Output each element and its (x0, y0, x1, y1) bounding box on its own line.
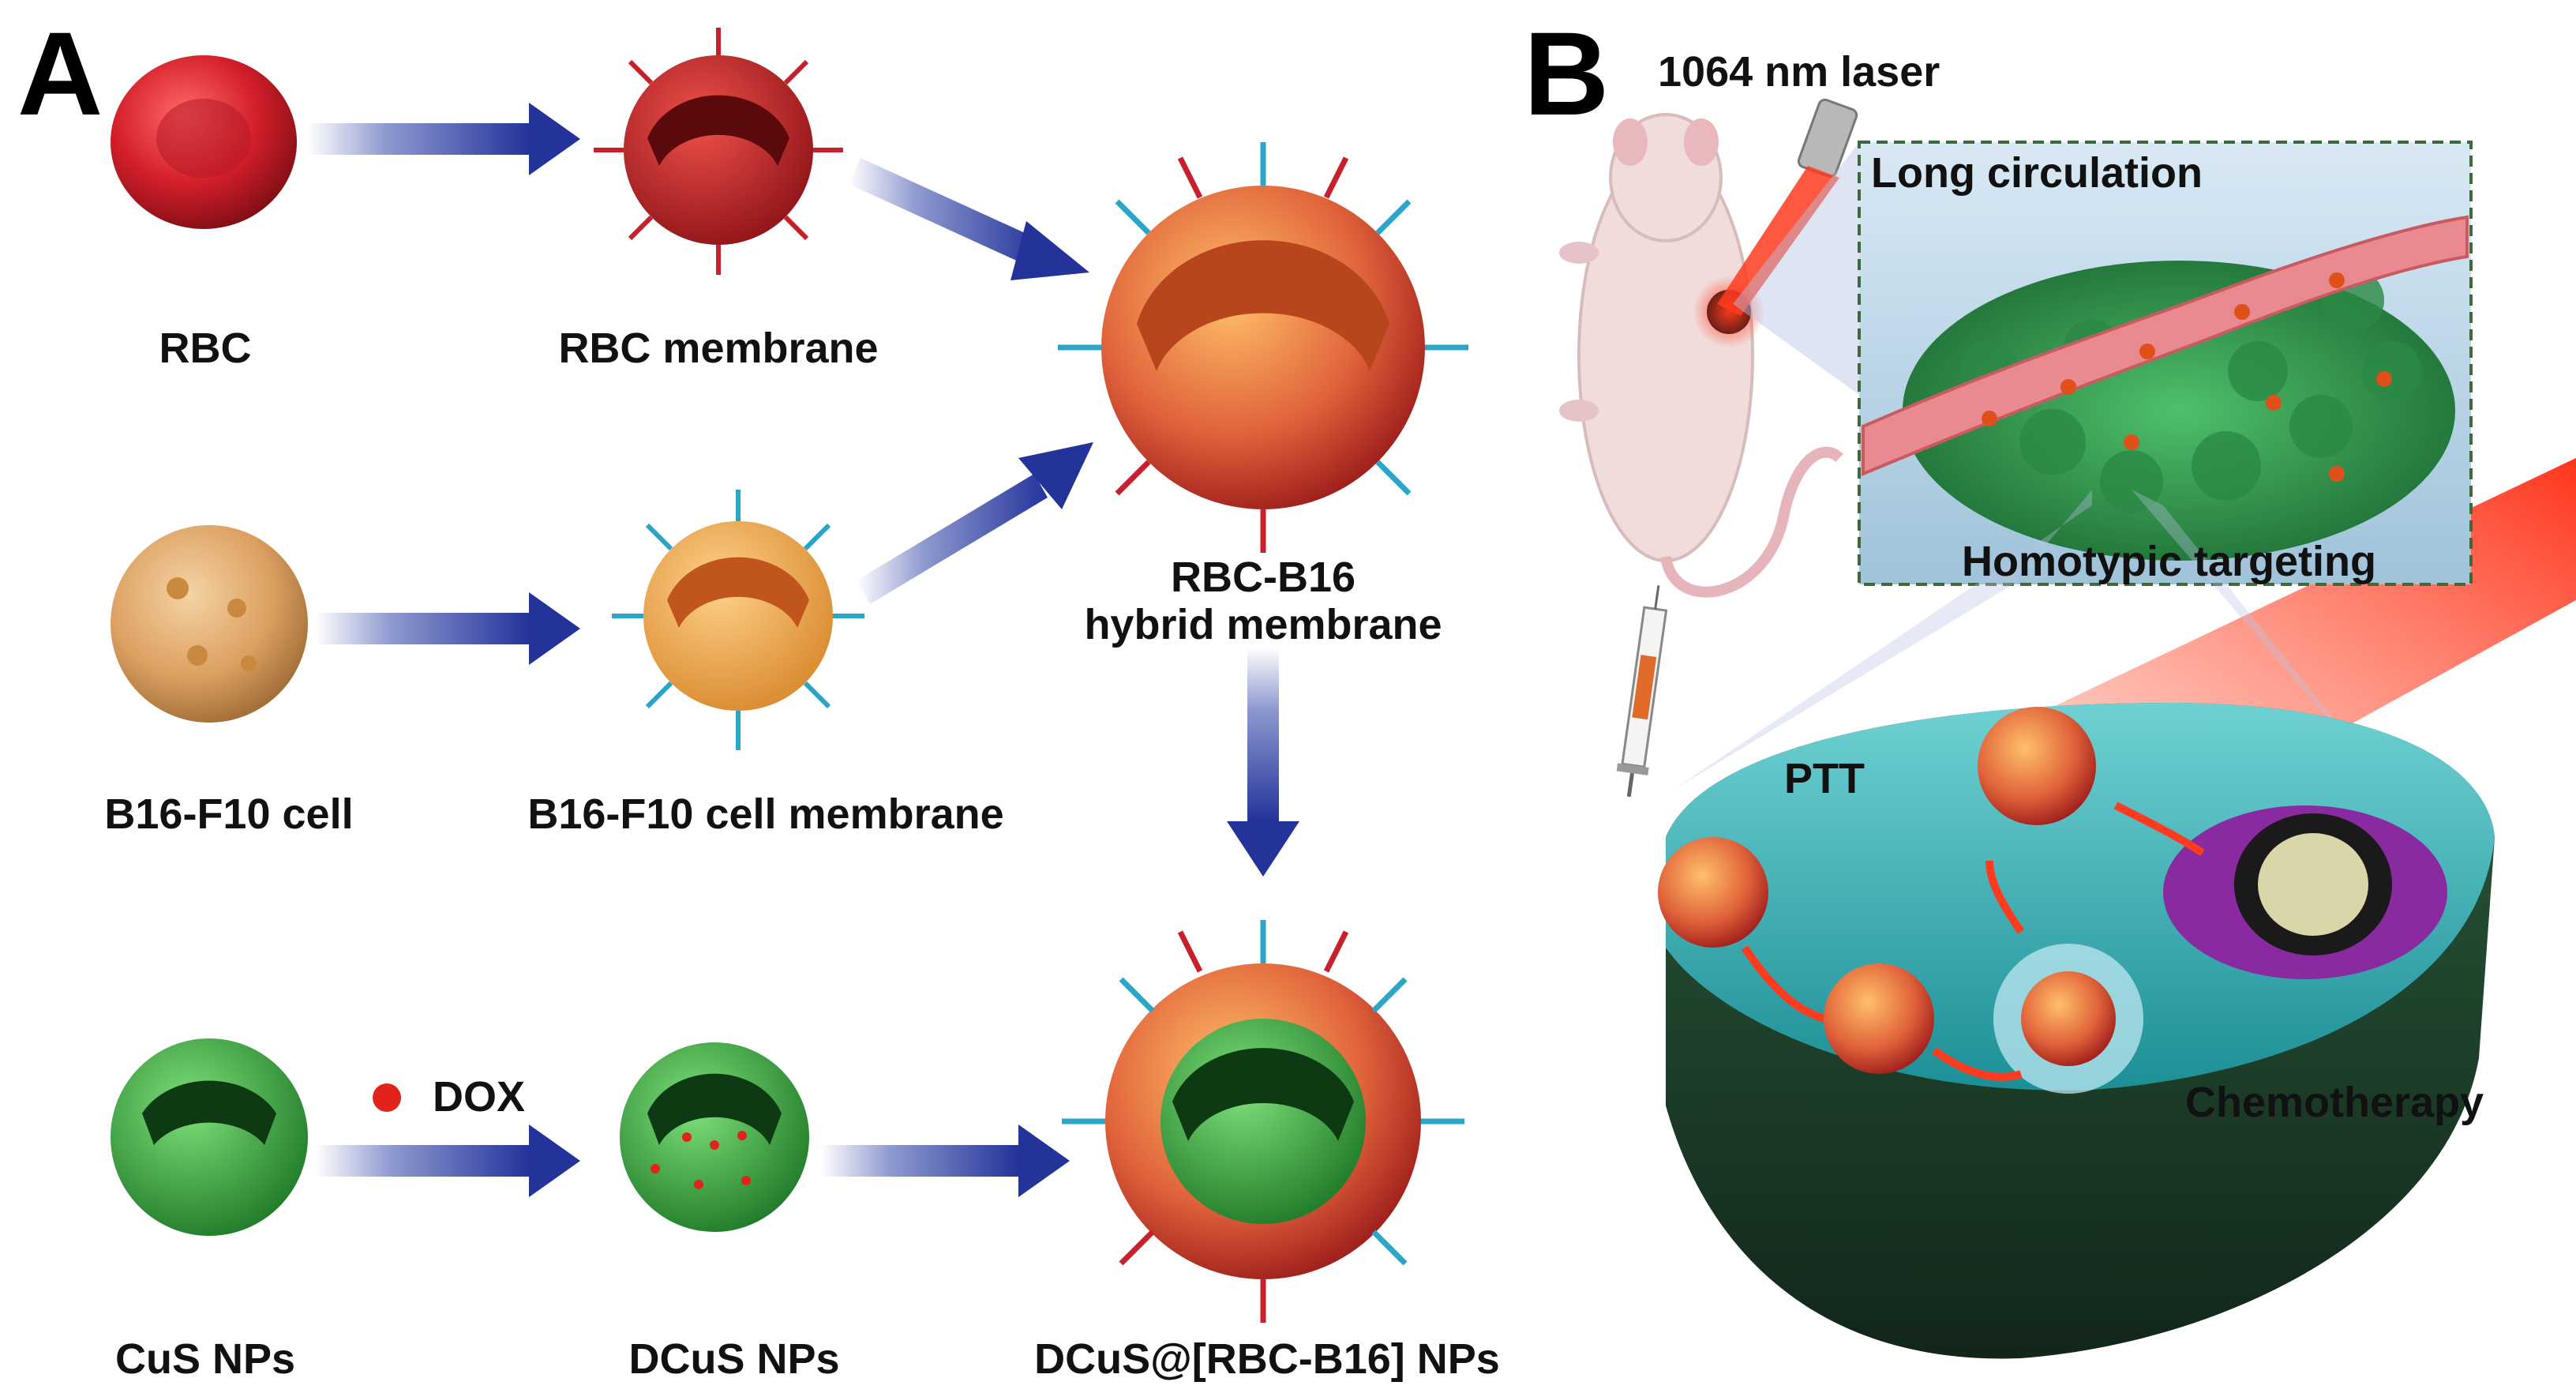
label-cus-nps: CuS NPs (114, 1335, 296, 1383)
b16-membrane-vesicle (612, 490, 864, 750)
zoom-projection (1733, 142, 1859, 395)
label-hybrid-line2: hybrid membrane (1084, 601, 1442, 648)
label-chemotherapy: Chemotherapy (2185, 1079, 2484, 1126)
laser-device (1717, 98, 1858, 316)
syringe-illustration (1616, 585, 1668, 798)
arrow-rbc-to-membrane (308, 103, 580, 175)
final-nanoparticle (1062, 920, 1464, 1323)
label-b16-cell: B16-F10 cell (104, 790, 354, 838)
dox-legend-dot (373, 1083, 401, 1112)
arrow-cus-to-dcus (316, 1125, 580, 1197)
dcus-nps-illustration (620, 1042, 809, 1232)
ptt-nanoparticle (1978, 707, 2096, 825)
label-rbc: RBC (159, 325, 252, 372)
cus-nps-illustration (111, 1038, 308, 1236)
label-dox: DOX (433, 1073, 526, 1121)
label-dcus-nps: DCuS NPs (628, 1335, 840, 1383)
label-final-nps: DCuS@[RBC-B16] NPs (1034, 1335, 1500, 1383)
label-long-circulation: Long circulation (1871, 149, 2203, 197)
pathway-arrows (1741, 802, 2205, 1081)
panel-label-a: A (17, 7, 103, 140)
nucleus (2163, 805, 2447, 979)
label-b16-membrane: B16-F10 cell membrane (527, 790, 1004, 838)
tumor-inset (1858, 141, 2473, 586)
endosome-particle (1824, 963, 1934, 1074)
b16-cell-illustration (111, 525, 308, 723)
arrow-b16membrane-to-hybrid (857, 442, 1093, 604)
label-rbc-membrane: RBC membrane (558, 325, 879, 372)
blood-vessel (1862, 215, 2469, 476)
cancer-cell-illustration (1658, 703, 2495, 1359)
arrow-dcus-to-final (821, 1125, 1070, 1197)
lysosome-particle (2021, 971, 2116, 1066)
rbc-illustration (111, 55, 297, 229)
rbc-membrane-vesicle (594, 28, 843, 275)
arrow-b16-to-membrane (316, 592, 580, 665)
label-ptt: PTT (1784, 755, 1865, 802)
label-homotypic-targeting: Homotypic targeting (1962, 538, 2377, 585)
panel-label-b: B (1524, 7, 1610, 140)
label-hybrid-line1: RBC-B16 (1170, 554, 1356, 601)
arrow-hybrid-to-final (1227, 648, 1299, 877)
endocytosis-particle (1658, 837, 1768, 948)
label-laser: 1064 nm laser (1658, 48, 1940, 96)
hybrid-membrane-vesicle (1058, 142, 1468, 553)
arrow-membrane-to-hybrid (849, 158, 1089, 280)
